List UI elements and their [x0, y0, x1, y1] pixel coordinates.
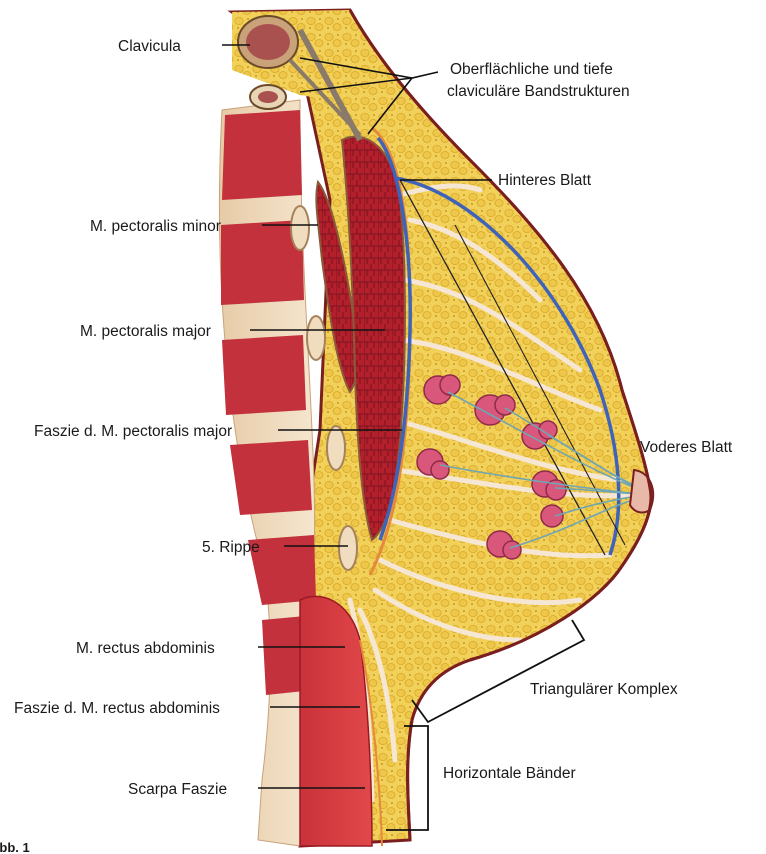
label-rectus: M. rectus abdominis — [76, 640, 215, 657]
label-triangulaer: Triangulärer Komplex — [530, 681, 678, 698]
label-clavicula: Clavicula — [118, 38, 181, 55]
label-horizontal: Horizontale Bänder — [443, 765, 576, 782]
label-faszie-pectoralis: Faszie d. M. pectoralis major — [34, 423, 232, 440]
label-hinteres-blatt: Hinteres Blatt — [498, 172, 592, 189]
label-bandstrukturen-2: claviculäre Bandstrukturen — [447, 83, 630, 100]
anatomy-drawing — [219, 10, 653, 846]
label-faszie-rectus: Faszie d. M. rectus abdominis — [14, 700, 220, 717]
label-voderes-blatt: Voderes Blatt — [640, 439, 733, 456]
label-pectoralis-minor: M. pectoralis minor — [90, 218, 221, 235]
label-rippe: 5. Rippe — [202, 539, 260, 556]
label-bandstrukturen-1: Oberflächliche und tiefe — [450, 61, 613, 78]
label-scarpa: Scarpa Faszie — [128, 781, 227, 798]
label-pectoralis-major: M. pectoralis major — [80, 323, 211, 340]
figure-number: Abb. 1 — [0, 840, 30, 854]
